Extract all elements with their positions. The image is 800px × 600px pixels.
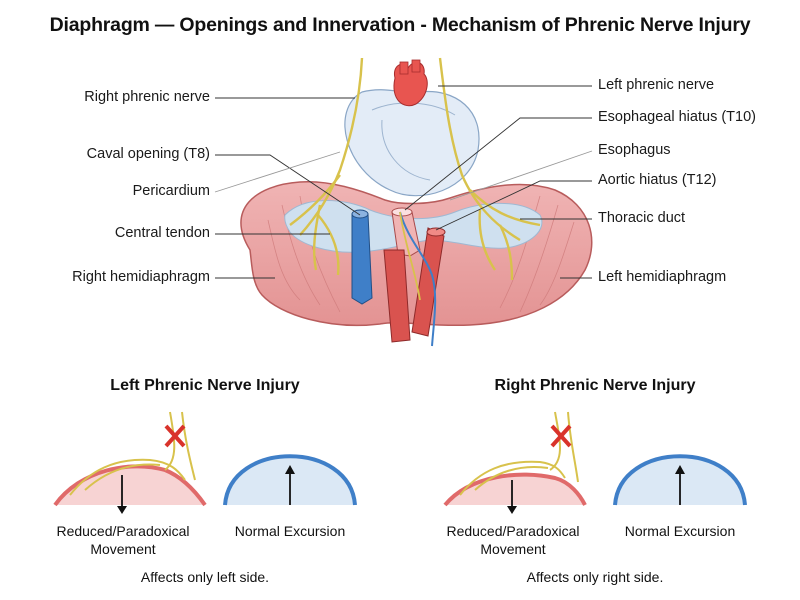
label-left-hemidiaphragm: Left hemidiaphragm [598,269,727,285]
label-pericardium: Pericardium [132,183,210,199]
leader-lines-right [404,85,593,279]
right-panel-normal-caption: Normal Excursion [624,523,736,539]
label-caval-opening: Caval opening (T8) [86,146,210,162]
page-title: Diaphragm — Openings and Innervation - M… [49,14,751,36]
vessels [351,207,446,347]
right-panel-affected-caption: Reduced/Paradoxical Movement [446,523,580,557]
heart [344,59,480,197]
left-panel-normal-caption: Normal Excursion [234,523,346,539]
left-panel-affected-diagram [53,411,207,514]
injury-x-icon [550,424,572,448]
left-panel-normal-diagram [223,454,357,506]
label-right-phrenic-nerve: Right phrenic nerve [84,89,210,105]
right-panel-affected-diagram [443,411,587,514]
label-esophagus: Esophagus [598,142,671,158]
label-central-tendon: Central tendon [114,225,210,241]
left-panel-affected-caption: Reduced/Paradoxical Movement [56,523,190,557]
phrenic-nerves [289,57,541,281]
left-panel-title: Left Phrenic Nerve Injury [110,377,300,394]
right-panel-title: Right Phrenic Nerve Injury [494,377,696,394]
label-thoracic-duct: Thoracic duct [598,210,686,226]
injury-x-icon [164,424,186,448]
right-panel-note: Affects only right side. [526,569,664,585]
right-panel-normal-diagram [613,454,747,506]
label-right-hemidiaphragm: Right hemidiaphragm [72,269,210,285]
label-left-phrenic-nerve: Left phrenic nerve [598,77,715,93]
left-panel-note: Affects only left side. [140,569,270,585]
label-esophageal-hiatus: Esophageal hiatus (T10) [598,109,756,125]
label-aortic-hiatus: Aortic hiatus (T12) [598,172,717,188]
leader-lines-left [214,97,361,279]
